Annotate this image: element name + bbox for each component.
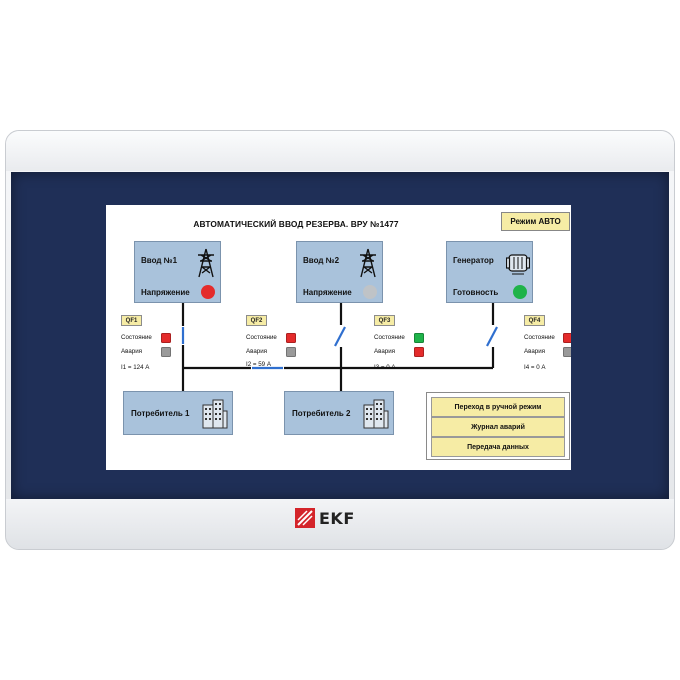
qf1-state-label: Состояние bbox=[121, 334, 152, 341]
hmi-screen: АВТОМАТИЧЕСКИЙ ВВОД РЕЗЕРВА. ВРУ №1477 Р… bbox=[106, 205, 571, 470]
hmi-panel-bezel: АВТОМАТИЧЕСКИЙ ВВОД РЕЗЕРВА. ВРУ №1477 Р… bbox=[5, 130, 675, 550]
qf2-alarm-label: Авария bbox=[246, 348, 268, 355]
qf2-state-label: Состояние bbox=[246, 334, 277, 341]
source-input-1[interactable]: Ввод №1 Напряжение bbox=[134, 241, 221, 303]
single-line-diagram bbox=[181, 303, 498, 392]
consumer-name: Потребитель 2 bbox=[292, 409, 351, 418]
qf2-tag: QF2 bbox=[246, 315, 267, 326]
qf3-state-label: Состояние bbox=[374, 334, 405, 341]
consumer-name: Потребитель 1 bbox=[131, 409, 190, 418]
qf1-alarm-led bbox=[161, 347, 171, 357]
building-icon bbox=[202, 399, 228, 429]
qf1-state-led bbox=[161, 333, 171, 343]
qf3-alarm-led bbox=[414, 347, 424, 357]
building-icon bbox=[363, 399, 389, 429]
screen-title: АВТОМАТИЧЕСКИЙ ВВОД РЕЗЕРВА. ВРУ №1477 bbox=[193, 219, 399, 229]
voltage-lamp bbox=[363, 285, 377, 299]
qf4-alarm-label: Авария bbox=[524, 348, 546, 355]
data-transfer-button[interactable]: Передача данных bbox=[431, 437, 565, 457]
consumer-1[interactable]: Потребитель 1 bbox=[123, 391, 233, 435]
qf4-state-label: Состояние bbox=[524, 334, 555, 341]
source-status-label: Напряжение bbox=[141, 288, 190, 297]
source-name: Ввод №2 bbox=[303, 256, 340, 265]
ekf-logo: EKF bbox=[295, 508, 355, 528]
qf3-tag: QF3 bbox=[374, 315, 395, 326]
generator-icon bbox=[506, 254, 530, 275]
qf4-current: I4 = 0 А bbox=[524, 364, 546, 371]
screen-frame: АВТОМАТИЧЕСКИЙ ВВОД РЕЗЕРВА. ВРУ №1477 Р… bbox=[11, 172, 669, 499]
source-name: Генератор bbox=[453, 256, 494, 265]
qf1-current: I1 = 124 А bbox=[121, 364, 150, 371]
power-tower-icon bbox=[360, 248, 376, 278]
control-menu: Переход в ручной режим Журнал аварий Пер… bbox=[426, 392, 570, 460]
source-generator[interactable]: Генератор Готовность bbox=[446, 241, 533, 303]
qf2-current: I2 = 59 А bbox=[246, 361, 271, 368]
consumer-2[interactable]: Потребитель 2 bbox=[284, 391, 394, 435]
source-status-label: Напряжение bbox=[303, 288, 352, 297]
source-input-2[interactable]: Ввод №2 Напряжение bbox=[296, 241, 383, 303]
qf3-current: I3 = 0 А bbox=[374, 364, 396, 371]
qf3-state-led bbox=[414, 333, 424, 343]
bezel-bottom-strip bbox=[6, 499, 674, 549]
alarm-log-button[interactable]: Журнал аварий bbox=[431, 417, 565, 437]
qf2-alarm-led bbox=[286, 347, 296, 357]
qf2-state-led bbox=[286, 333, 296, 343]
qf1-tag: QF1 bbox=[121, 315, 142, 326]
qf4-alarm-led bbox=[563, 347, 571, 357]
source-name: Ввод №1 bbox=[141, 256, 178, 265]
auto-mode-button[interactable]: Режим АВТО bbox=[501, 212, 570, 231]
qf4-breaker-contact bbox=[486, 326, 498, 347]
qf4-state-led bbox=[563, 333, 571, 343]
brand-name: EKF bbox=[319, 508, 355, 528]
ekf-logo-mark-icon bbox=[295, 508, 315, 528]
power-tower-icon bbox=[198, 248, 214, 278]
qf3-alarm-label: Авария bbox=[374, 348, 396, 355]
qf4-tag: QF4 bbox=[524, 315, 545, 326]
voltage-lamp bbox=[201, 285, 215, 299]
bezel-top-strip bbox=[6, 131, 674, 171]
source-status-label: Готовность bbox=[453, 288, 499, 297]
qf3-breaker-contact bbox=[334, 326, 346, 347]
manual-mode-button[interactable]: Переход в ручной режим bbox=[431, 397, 565, 417]
qf1-alarm-label: Авария bbox=[121, 348, 143, 355]
readiness-lamp bbox=[513, 285, 527, 299]
